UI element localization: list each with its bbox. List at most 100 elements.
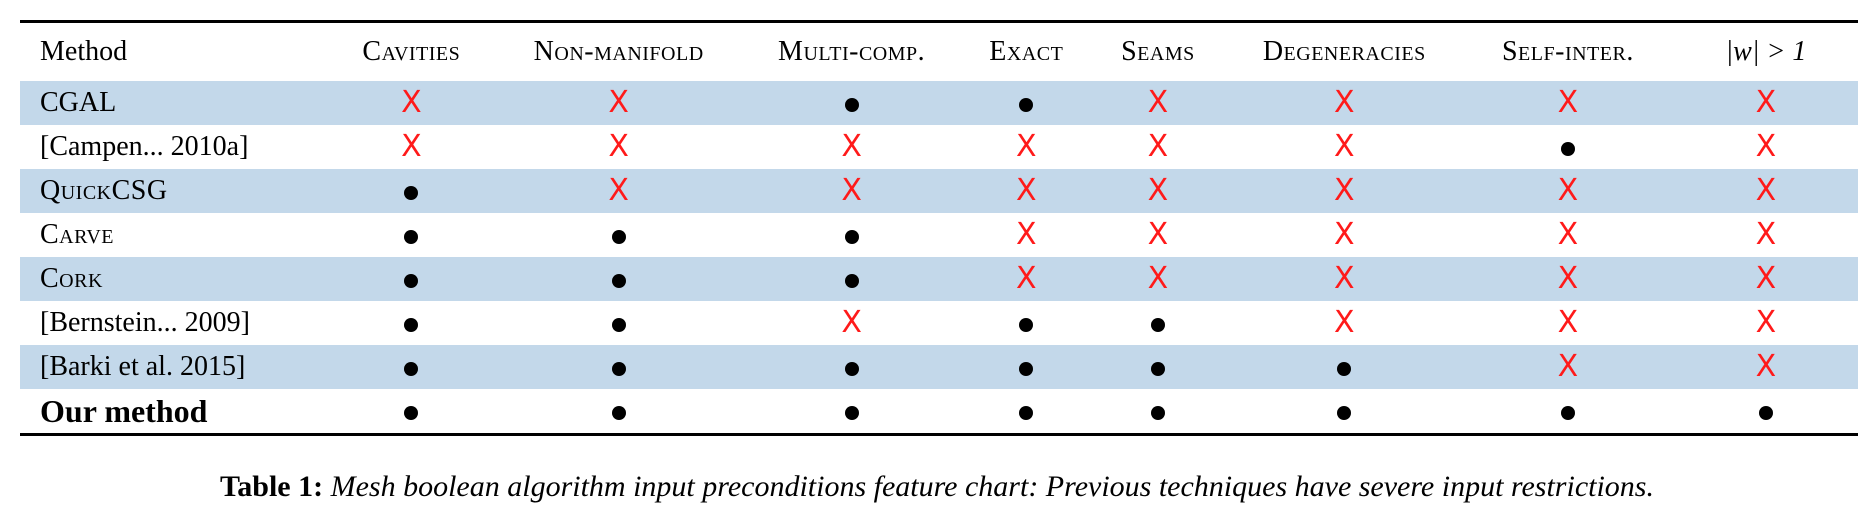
feature-cell: X — [1226, 81, 1462, 125]
supported-dot-icon — [611, 318, 626, 333]
unsupported-cross-icon: X — [1016, 173, 1037, 208]
feature-cell: X — [325, 125, 497, 169]
feature-cell — [498, 389, 740, 435]
unsupported-cross-icon: X — [1334, 129, 1355, 164]
feature-cell: X — [1461, 169, 1674, 213]
feature-cell — [740, 389, 964, 435]
supported-dot-icon — [404, 186, 419, 201]
feature-cell — [1089, 301, 1226, 345]
supported-dot-icon — [1560, 406, 1575, 421]
feature-cell: X — [1673, 81, 1858, 125]
method-name-cell: Carve — [40, 219, 115, 250]
unsupported-cross-icon: X — [1557, 305, 1579, 340]
feature-cell — [963, 345, 1090, 389]
unsupported-cross-icon: X — [608, 85, 629, 120]
feature-cell: X — [498, 125, 740, 169]
feature-cell: X — [325, 81, 498, 125]
feature-cell — [325, 257, 498, 301]
column-header-8: |w| > 1 — [1725, 36, 1807, 67]
unsupported-cross-icon: X — [1755, 129, 1777, 164]
supported-dot-icon — [1150, 362, 1165, 377]
method-name-cell: Cork — [20, 257, 326, 301]
unsupported-cross-icon: X — [401, 129, 422, 164]
feature-cell — [497, 345, 740, 389]
unsupported-cross-icon: X — [1334, 173, 1355, 208]
supported-dot-icon — [1337, 406, 1352, 421]
supported-dot-icon — [844, 98, 859, 113]
feature-cell: X — [497, 81, 740, 125]
unsupported-cross-icon: X — [1755, 85, 1777, 120]
feature-cell — [325, 213, 497, 257]
feature-cell: X — [740, 301, 964, 345]
feature-cell — [740, 213, 964, 257]
caption-label: Table 1: — [220, 470, 324, 503]
unsupported-cross-icon: X — [1334, 85, 1355, 120]
unsupported-cross-icon: X — [1147, 129, 1169, 164]
feature-cell — [1227, 389, 1462, 435]
unsupported-cross-icon: X — [401, 85, 422, 120]
feature-cell: X — [497, 169, 740, 213]
feature-cell: X — [1089, 169, 1227, 213]
method-name-cell: [Campen... 2010a] — [40, 131, 249, 162]
feature-cell — [739, 345, 964, 389]
feature-cell: X — [963, 257, 1090, 301]
table-row: [Barki et al. 2015] X X — [20, 345, 1858, 389]
table-row: [Bernstein... 2009] X X X X — [20, 301, 1858, 345]
column-header-6: Degeneracies — [1262, 36, 1426, 67]
feature-cell: X — [1089, 125, 1226, 169]
method-column-header: Method — [40, 36, 128, 67]
feature-cell: X — [1227, 125, 1462, 169]
feature-cell: X — [1674, 301, 1858, 345]
feature-cell — [1089, 345, 1227, 389]
supported-dot-icon — [1758, 406, 1773, 421]
feature-cell: X — [1462, 213, 1674, 257]
method-name-cell: [Bernstein... 2009] — [40, 307, 250, 338]
supported-dot-icon — [611, 274, 626, 289]
method-name-cell: [Barki et al. 2015] — [20, 345, 326, 389]
feature-cell: X — [1673, 345, 1858, 389]
feature-cell: X — [1089, 81, 1227, 125]
feature-cell — [963, 389, 1089, 435]
unsupported-cross-icon: X — [1755, 349, 1777, 384]
feature-cell: X — [1673, 257, 1858, 301]
unsupported-cross-icon: X — [1755, 261, 1777, 296]
feature-cell: X — [740, 125, 964, 169]
feature-cell — [1674, 389, 1858, 435]
table-caption: Table 1: Mesh boolean algorithm input pr… — [0, 470, 1874, 504]
feature-cell: X — [1089, 257, 1227, 301]
feature-cell — [963, 81, 1090, 125]
unsupported-cross-icon: X — [1557, 173, 1579, 208]
unsupported-cross-icon: X — [1147, 173, 1169, 208]
column-header-3: Multi-comp. — [778, 36, 926, 67]
feature-cell — [497, 257, 740, 301]
unsupported-cross-icon: X — [608, 129, 629, 164]
feature-cell: X — [1226, 257, 1462, 301]
unsupported-cross-icon: X — [1016, 261, 1037, 296]
supported-dot-icon — [1150, 318, 1165, 333]
supported-dot-icon — [1150, 406, 1165, 421]
feature-cell — [1462, 125, 1674, 169]
feature-cell: X — [963, 213, 1089, 257]
feature-cell — [498, 301, 740, 345]
feature-cell — [325, 345, 498, 389]
supported-dot-icon — [844, 362, 859, 377]
feature-cell: X — [1674, 213, 1858, 257]
supported-dot-icon — [1019, 318, 1034, 333]
supported-dot-icon — [404, 274, 419, 289]
unsupported-cross-icon: X — [1334, 217, 1355, 252]
column-header-7: Self-inter. — [1501, 36, 1634, 67]
feature-cell — [325, 301, 497, 345]
feature-cell: X — [1227, 301, 1462, 345]
unsupported-cross-icon: X — [1557, 217, 1579, 252]
feature-cell: X — [1461, 345, 1674, 389]
unsupported-cross-icon: X — [1557, 349, 1579, 384]
feature-cell: X — [739, 169, 964, 213]
feature-cell: X — [1227, 213, 1462, 257]
feature-cell: X — [1461, 81, 1674, 125]
unsupported-cross-icon: X — [1557, 85, 1579, 120]
method-name-cell: CGAL — [20, 81, 326, 125]
